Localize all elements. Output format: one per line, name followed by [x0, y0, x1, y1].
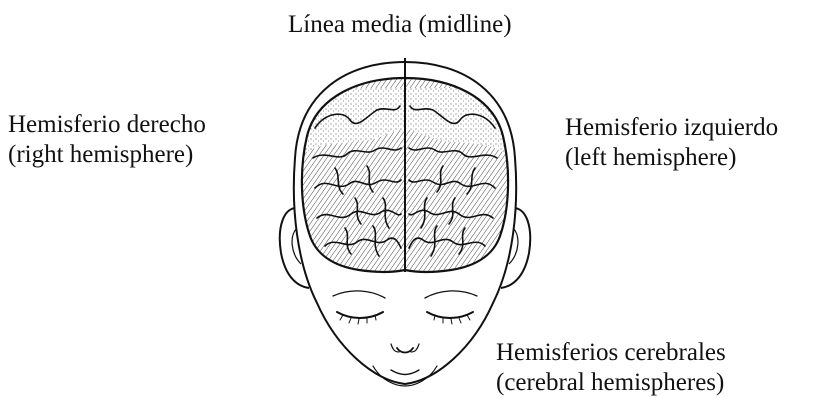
- label-left-hemisphere-english: (left hemisphere): [565, 143, 778, 173]
- label-right-hemisphere-english: (right hemisphere): [8, 140, 206, 170]
- label-left-hemisphere-spanish: Hemisferio izquierdo: [565, 113, 778, 143]
- label-left-hemisphere: Hemisferio izquierdo (left hemisphere): [565, 113, 778, 173]
- head-brain-illustration: [255, 58, 555, 394]
- label-midline-text: Línea media (midline): [288, 10, 512, 40]
- label-midline: Línea media (midline): [288, 10, 512, 40]
- label-right-hemisphere: Hemisferio derecho (right hemisphere): [8, 110, 206, 170]
- label-right-hemisphere-spanish: Hemisferio derecho: [8, 110, 206, 140]
